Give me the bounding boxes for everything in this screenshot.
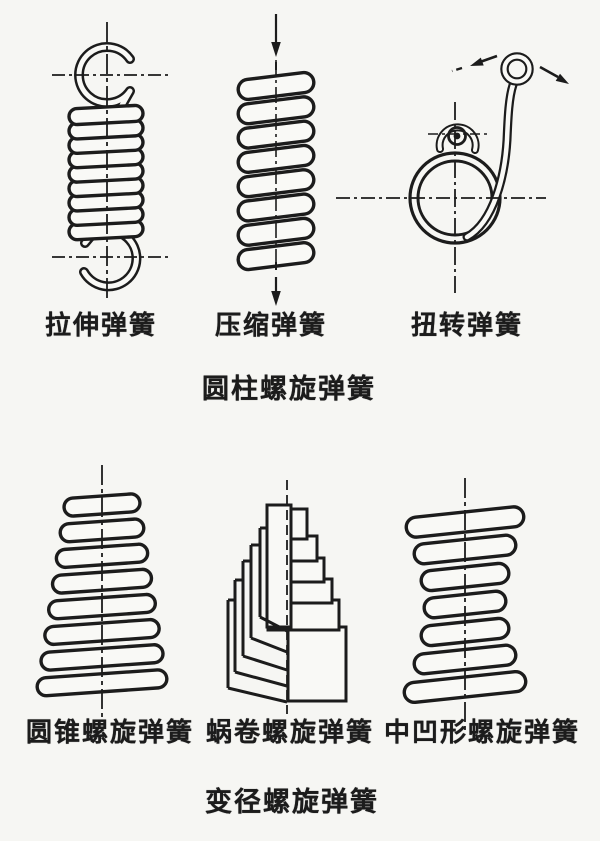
volute-spring-drawing xyxy=(226,480,348,714)
label-torsion-spring: 扭转弹簧 xyxy=(410,311,524,340)
compression-spring-drawing xyxy=(236,14,316,306)
label-conical-spring: 圆锥螺旋弹簧 xyxy=(25,718,195,747)
conical-spring-drawing xyxy=(35,465,169,718)
tension-spring-drawing xyxy=(52,22,172,302)
torsion-spring-drawing xyxy=(336,52,569,293)
label-tension-spring: 拉伸弹簧 xyxy=(44,311,158,340)
label-concave-spring: 中凹形螺旋弹簧 xyxy=(383,718,581,747)
label-compression-spring: 压缩弹簧 xyxy=(214,311,328,340)
caption-cylindrical-helical-springs: 圆柱螺旋弹簧 xyxy=(202,374,376,404)
caption-variable-diameter-helical-springs: 变径螺旋弹簧 xyxy=(205,787,379,817)
concave-spring-drawing xyxy=(402,478,528,733)
label-volute-spring: 蜗卷螺旋弹簧 xyxy=(205,718,375,747)
